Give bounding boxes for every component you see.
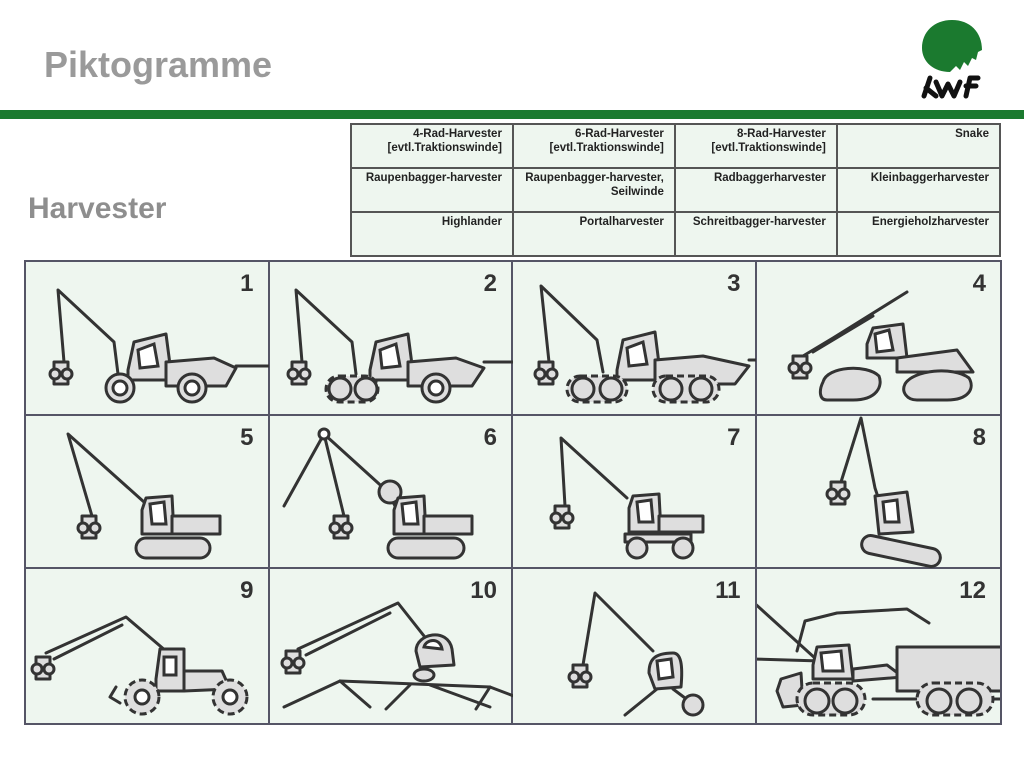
legend-cell-2: 6-Rad-Harvester [evtl.Traktionswinde] bbox=[511, 123, 676, 169]
legend-cell-7: Radbaggerharvester bbox=[673, 167, 838, 213]
legend-cell-11: Schreitbagger-harvester bbox=[673, 211, 838, 257]
pictogram-cell-6: 6 bbox=[269, 415, 513, 570]
highlander-icon bbox=[30, 615, 249, 716]
8-wheel-harvester-icon bbox=[533, 284, 756, 404]
pictogram-cell-10: 10 bbox=[270, 569, 513, 723]
walking-excavator-harvester-icon bbox=[567, 591, 705, 717]
pictogram-cell-9: 9 bbox=[26, 569, 270, 723]
pictogram-number: 5 bbox=[240, 423, 254, 451]
legend-row: Highlander Portalharvester Schreitbagger… bbox=[350, 211, 1002, 257]
pictogram-number: 2 bbox=[483, 270, 497, 297]
legend-cell-3: 8-Rad-Harvester [evtl.Traktionswinde] bbox=[673, 123, 838, 169]
legend-cell-10: Portalharvester bbox=[511, 211, 676, 257]
crawler-excavator-harvester-icon bbox=[66, 432, 222, 560]
pictogram-number: 4 bbox=[972, 270, 986, 297]
header-divider bbox=[0, 110, 1024, 119]
section-title: Harvester bbox=[28, 192, 167, 225]
legend-cell-9: Highlander bbox=[350, 211, 514, 257]
pictogram-number: 1 bbox=[240, 270, 254, 297]
page-title: Piktogramme bbox=[44, 44, 273, 85]
legend-cell-6: Raupenbagger-harvester, Seilwinde bbox=[511, 167, 676, 213]
pictogram-cell-7: 7 bbox=[513, 415, 757, 570]
legend-cell-12: Energieholzharvester bbox=[835, 211, 1002, 257]
pictogram-number: 6 bbox=[483, 423, 497, 451]
portal-harvester-icon bbox=[280, 601, 513, 711]
pictogram-cell-12: 12 bbox=[756, 569, 1001, 723]
crawler-harvester-winch-icon bbox=[282, 427, 473, 560]
snake-harvester-icon bbox=[787, 290, 974, 402]
6-wheel-harvester-icon bbox=[286, 288, 513, 404]
legend-table: 4-Rad-Harvester [evtl.Traktionswinde] 6-… bbox=[350, 123, 1002, 257]
4-wheel-harvester-icon bbox=[48, 288, 269, 404]
energy-wood-harvester-icon bbox=[756, 603, 1000, 717]
pictogram-grid: 1 2 3 bbox=[24, 260, 1002, 725]
pictogram-cell-11: 11 bbox=[513, 569, 757, 723]
legend-row: 4-Rad-Harvester [evtl.Traktionswinde] 6-… bbox=[350, 123, 1002, 169]
legend-cell-5: Raupenbagger-harvester bbox=[350, 167, 514, 213]
pictogram-number: 9 bbox=[240, 577, 254, 605]
pictogram-cell-1: 1 bbox=[26, 262, 270, 416]
pictogram-number: 7 bbox=[727, 423, 741, 451]
wheeled-excavator-harvester-icon bbox=[549, 436, 705, 560]
pictogram-number: 8 bbox=[972, 423, 986, 451]
kwf-tree-logo bbox=[921, 20, 982, 99]
pictogram-cell-3: 3 bbox=[513, 262, 757, 416]
pictogram-cell-8: 8 bbox=[756, 416, 1000, 570]
pictogram-cell-5: 5 bbox=[26, 415, 270, 570]
legend-cell-4: Snake bbox=[835, 123, 1002, 169]
pictogram-number: 12 bbox=[959, 577, 986, 605]
pictogram-cell-2: 2 bbox=[269, 262, 513, 416]
pictogram-cell-4: 4 bbox=[756, 262, 1000, 416]
legend-row: Raupenbagger-harvester Raupenbagger-harv… bbox=[350, 167, 1002, 213]
legend-cell-8: Kleinbaggerharvester bbox=[835, 167, 1002, 213]
pictogram-number: 10 bbox=[470, 577, 497, 605]
legend-cell-1: 4-Rad-Harvester [evtl.Traktionswinde] bbox=[350, 123, 514, 169]
pictogram-number: 11 bbox=[715, 577, 741, 605]
pictogram-number: 3 bbox=[727, 270, 741, 297]
small-excavator-harvester-icon bbox=[825, 416, 942, 568]
